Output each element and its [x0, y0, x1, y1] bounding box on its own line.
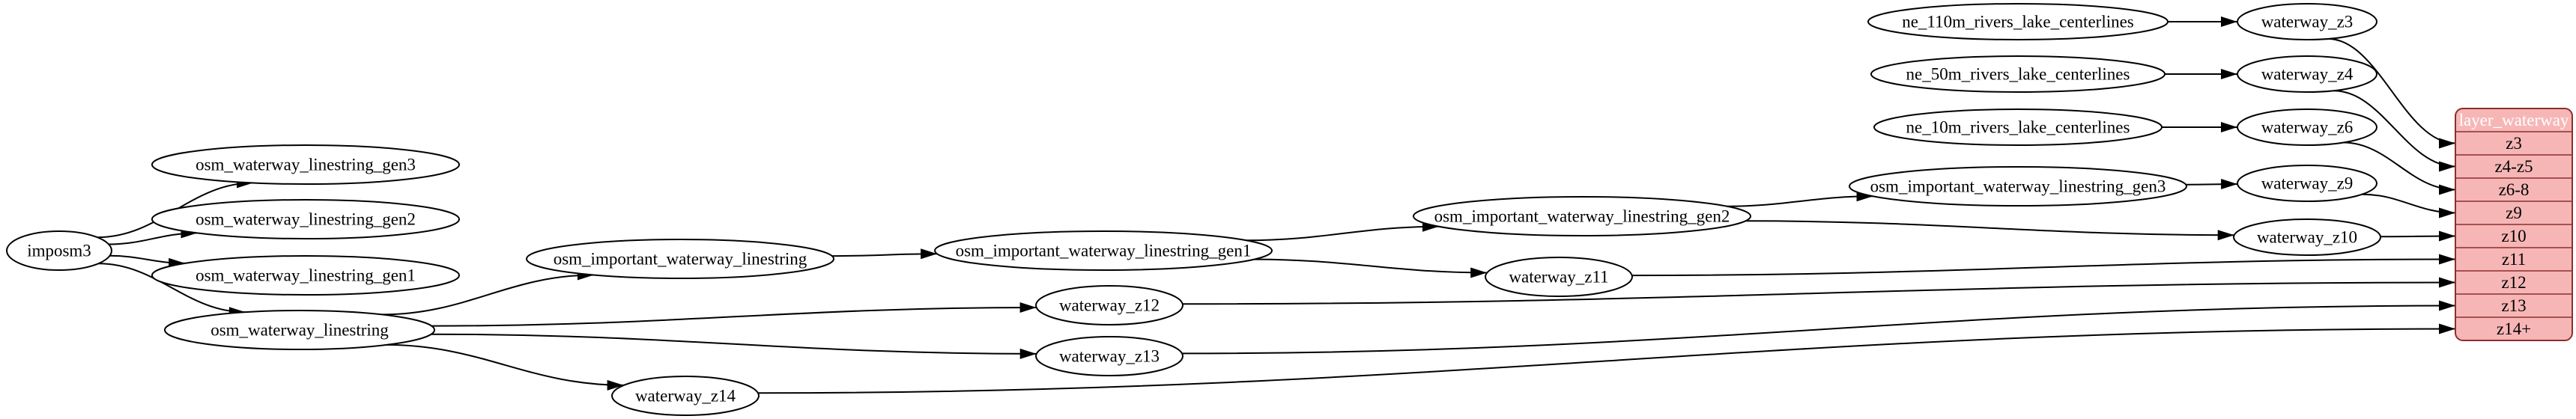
node-label-waterway_z4: waterway_z4 [2261, 65, 2354, 84]
record-row-z11: z11 [2502, 250, 2526, 269]
edge-waterway_z12-to-layer_waterway-z12 [1182, 277, 2456, 305]
edge-waterway_z4-to-layer_waterway-z4-z5 [2333, 90, 2456, 172]
node-label-waterway_z13: waterway_z13 [1059, 347, 1160, 366]
node-osm_waterway_linestring_gen2: osm_waterway_linestring_gen2 [151, 199, 460, 239]
node-osm_important_waterway_linestring_gen1: osm_important_waterway_linestring_gen1 [934, 230, 1273, 271]
node-waterway_z6: waterway_z6 [2237, 108, 2378, 146]
edge-waterway_z9-to-layer_waterway-z9 [2362, 193, 2456, 218]
node-label-waterway_z11: waterway_z11 [1509, 268, 1608, 287]
edge-waterway_z10-to-layer_waterway-z10 [2380, 230, 2456, 242]
node-label-osm_waterway_linestring_gen1: osm_waterway_linestring_gen1 [196, 266, 416, 285]
record-row-z6-8: z6-8 [2499, 180, 2530, 199]
record-row-z3: z3 [2506, 134, 2522, 153]
record-row-z12: z12 [2501, 273, 2526, 292]
node-label-osm_important_waterway_linestring: osm_important_waterway_linestring [554, 250, 807, 269]
edge-osm_waterway_linestring-to-waterway_z14 [387, 343, 624, 391]
record-row-z9: z9 [2506, 204, 2522, 222]
node-label-ne_10m_rivers_lake_centerlines: ne_10m_rivers_lake_centerlines [1906, 118, 2130, 137]
node-label-waterway_z3: waterway_z3 [2261, 13, 2354, 31]
record-row-z10: z10 [2501, 227, 2526, 245]
edge-osm_important_waterway_linestring_gen3-to-waterway_z9 [2186, 179, 2238, 190]
node-label-osm_important_waterway_linestring_gen3: osm_important_waterway_linestring_gen3 [1870, 177, 2166, 196]
node-waterway_z14: waterway_z14 [611, 376, 760, 416]
edge-osm_important_waterway_linestring-to-osm_important_waterway_linestring_gen1 [831, 248, 938, 260]
edge-osm_waterway_linestring-to-waterway_z12 [431, 302, 1037, 327]
node-osm_waterway_linestring_gen1: osm_waterway_linestring_gen1 [151, 255, 460, 296]
node-ne_10m_rivers_lake_centerlines: ne_10m_rivers_lake_centerlines [1873, 108, 2163, 146]
node-label-osm_waterway_linestring: osm_waterway_linestring [210, 321, 389, 340]
node-label-osm_waterway_linestring_gen2: osm_waterway_linestring_gen2 [196, 210, 416, 229]
node-label-waterway_z14: waterway_z14 [635, 387, 736, 406]
edge-imposm3-to-osm_waterway_linestring [98, 263, 246, 318]
node-label-waterway_z9: waterway_z9 [2261, 174, 2354, 193]
edge-waterway_z11-to-layer_waterway-z11 [1631, 254, 2456, 277]
edge-imposm3-to-osm_waterway_linestring_gen1 [109, 254, 186, 269]
edge-imposm3-to-osm_waterway_linestring_gen2 [109, 227, 198, 245]
edge-osm_important_waterway_linestring_gen1-to-waterway_z11 [1254, 258, 1488, 278]
node-waterway_z11: waterway_z11 [1485, 257, 1633, 297]
record-title: layer_waterway [2459, 111, 2569, 129]
node-ne_50m_rivers_lake_centerlines: ne_50m_rivers_lake_centerlines [1870, 55, 2166, 93]
node-osm_waterway_linestring: osm_waterway_linestring [164, 310, 435, 350]
record-row-z4-z5: z4-z5 [2494, 157, 2533, 176]
node-label-ne_50m_rivers_lake_centerlines: ne_50m_rivers_lake_centerlines [1906, 65, 2130, 84]
node-ne_110m_rivers_lake_centerlines: ne_110m_rivers_lake_centerlines [1867, 3, 2169, 40]
node-osm_important_waterway_linestring_gen3: osm_important_waterway_linestring_gen3 [1849, 166, 2187, 207]
node-waterway_z3: waterway_z3 [2237, 3, 2378, 40]
node-label-imposm3: imposm3 [27, 242, 91, 260]
node-label-osm_important_waterway_linestring_gen2: osm_important_waterway_linestring_gen2 [1434, 207, 1730, 226]
node-label-waterway_z10: waterway_z10 [2257, 228, 2357, 247]
edge-osm_waterway_linestring-to-osm_important_waterway_linestring [381, 269, 594, 316]
node-waterway_z10: waterway_z10 [2233, 218, 2381, 256]
node-osm_important_waterway_linestring: osm_important_waterway_linestring [526, 239, 834, 279]
edge-osm_waterway_linestring-to-waterway_z13 [431, 333, 1037, 359]
edge-waterway_z14-to-layer_waterway-z14+ [757, 323, 2456, 394]
node-label-osm_important_waterway_linestring_gen1: osm_important_waterway_linestring_gen1 [956, 242, 1252, 260]
edge-waterway_z6-to-layer_waterway-z6-8 [2343, 141, 2456, 195]
record-layer_waterway: layer_waterway z3 z4-z5 z6-8 z9 z10 z11 z12 z13 z… [2455, 108, 2573, 341]
edge-osm_important_waterway_linestring_gen2-to-waterway_z10 [1745, 220, 2234, 241]
node-label-osm_waterway_linestring_gen3: osm_waterway_linestring_gen3 [196, 156, 416, 174]
edge-osm_important_waterway_linestring_gen2-to-osm_important_waterway_linestring_gen3 [1727, 191, 1873, 207]
edge-waterway_z13-to-layer_waterway-z13 [1181, 300, 2456, 355]
node-imposm3: imposm3 [6, 230, 112, 271]
node-osm_important_waterway_linestring_gen2: osm_important_waterway_linestring_gen2 [1413, 196, 1751, 236]
node-waterway_z13: waterway_z13 [1035, 336, 1184, 376]
edge-waterway_z3-to-layer_waterway-z3 [2327, 37, 2456, 149]
node-waterway_z4: waterway_z4 [2237, 55, 2378, 93]
record-row-z13: z13 [2501, 296, 2526, 315]
node-waterway_z9: waterway_z9 [2237, 165, 2378, 202]
node-label-waterway_z12: waterway_z12 [1059, 296, 1160, 315]
node-osm_waterway_linestring_gen3: osm_waterway_linestring_gen3 [151, 144, 460, 185]
node-label-ne_110m_rivers_lake_centerlines: ne_110m_rivers_lake_centerlines [1902, 13, 2134, 31]
node-waterway_z12: waterway_z12 [1035, 285, 1184, 325]
record-row-z14+: z14+ [2497, 319, 2531, 338]
node-label-waterway_z6: waterway_z6 [2261, 118, 2354, 137]
edge-osm_important_waterway_linestring_gen1-to-osm_important_waterway_linestring_gen2 [1246, 221, 1440, 242]
